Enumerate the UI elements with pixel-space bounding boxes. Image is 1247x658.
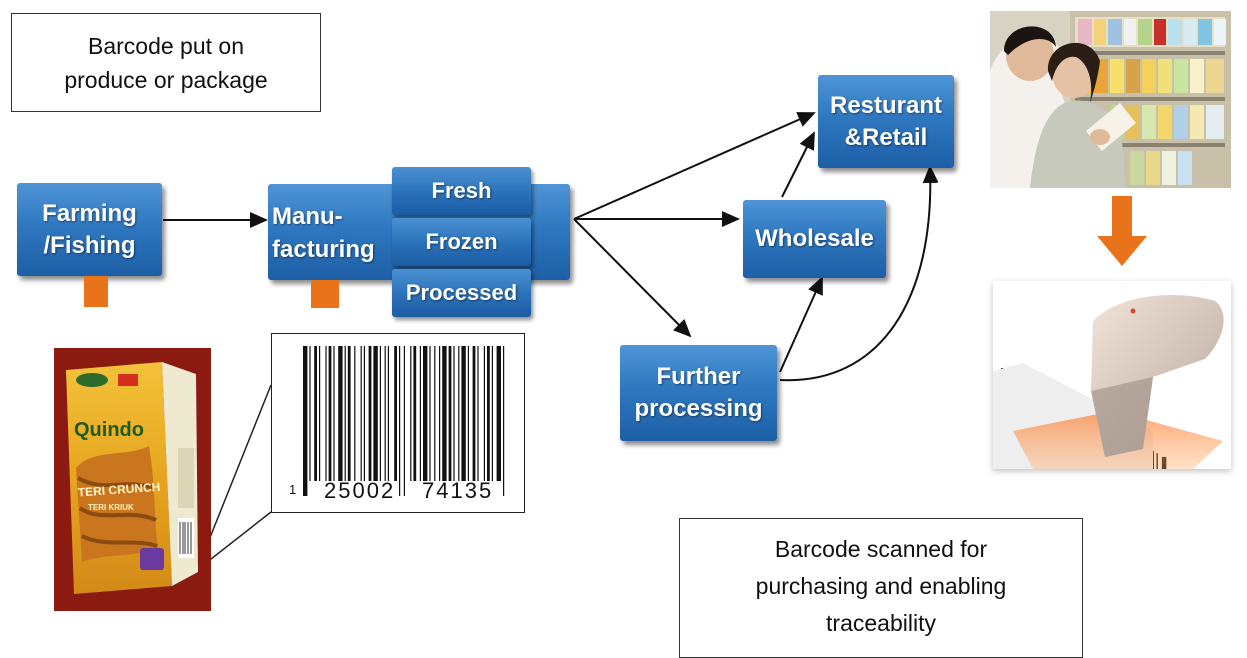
- barcode-bar: [487, 346, 490, 481]
- barcode-bar: [344, 346, 346, 481]
- node-label: processing: [634, 395, 763, 422]
- barcode-bar: [368, 346, 372, 481]
- barcode-bar: [453, 346, 455, 481]
- barcode-bar: [410, 346, 412, 481]
- barcode-closeup: 1 25002 74135: [271, 333, 525, 513]
- node-label: Processed: [405, 280, 518, 305]
- barcode-bar: [373, 346, 378, 481]
- package-product: TERI CRUNCH: [77, 480, 160, 500]
- note-line: produce or package: [64, 66, 268, 93]
- barcode-left-digits: 25002: [324, 478, 395, 503]
- barcode-bar: [399, 346, 401, 496]
- barcode-bar: [354, 346, 356, 481]
- package-subtext: TERI KRIUK: [88, 503, 134, 512]
- node-label: Manu-: [272, 203, 343, 230]
- arrow-further-to-retail: [779, 165, 939, 382]
- barcode-bar: [309, 346, 311, 481]
- barcode-bar: [419, 346, 421, 481]
- node-label: &Retail: [844, 123, 928, 151]
- barcode-bar: [477, 346, 479, 481]
- node-processed: Processed: [392, 269, 531, 317]
- barcode-bar: [379, 346, 381, 481]
- scanner-illustration: [993, 295, 1224, 469]
- node-restaurant-retail: Resturant &Retail: [818, 75, 954, 168]
- note-line: Barcode scanned for: [774, 535, 988, 562]
- barcode-bar: [429, 346, 431, 481]
- barcode-bar: [387, 346, 389, 481]
- barcode-bar: [496, 346, 501, 481]
- farming-tab: [84, 276, 108, 307]
- node-farming-fishing: Farming /Fishing: [17, 183, 162, 276]
- barcode-bar: [434, 346, 436, 481]
- barcode-bar: [413, 346, 417, 481]
- node-label: Fresh: [431, 178, 492, 203]
- barcode-bar: [303, 346, 308, 496]
- note-barcode-put-on: Barcode put on produce or package: [11, 13, 321, 112]
- barcode-bar: [442, 346, 447, 481]
- package-photo: Quindo TERI CRUNCH TERI KRIUK: [54, 348, 211, 611]
- arrow-further-to-wholesale: [779, 276, 823, 373]
- note-line: traceability: [826, 609, 936, 636]
- arrow-to-retail: [573, 112, 816, 220]
- node-fresh: Fresh: [392, 167, 531, 215]
- barcode-bar: [458, 346, 460, 481]
- node-label: /Fishing: [43, 231, 136, 259]
- barcode-bars: 1 25002 74135: [289, 346, 505, 503]
- barcode-bar: [360, 346, 362, 481]
- node-manufacturing: Manu- facturing: [268, 200, 392, 266]
- barcode-bar: [319, 346, 321, 481]
- arrow-to-further-processing: [573, 218, 692, 338]
- barcode-bar: [333, 346, 335, 481]
- node-wholesale: Wholesale: [743, 200, 886, 278]
- down-arrow-icon: [1097, 196, 1147, 266]
- barcode-bar: [363, 346, 365, 481]
- node-label: Wholesale: [755, 225, 874, 252]
- shoppers-photo: [990, 11, 1231, 188]
- barcode-bar: [439, 346, 441, 481]
- node-label: facturing: [272, 236, 375, 263]
- barcode-bar: [467, 346, 469, 481]
- barcode-bar: [423, 346, 428, 481]
- barcode-bar: [503, 346, 505, 496]
- barcode-bar: [472, 346, 476, 481]
- barcode-bar: [384, 346, 386, 481]
- barcode-bar: [347, 346, 351, 481]
- barcode-bar: [461, 346, 466, 481]
- barcode-bar: [394, 346, 397, 481]
- manufacturing-tab: [311, 280, 339, 308]
- barcode-bar: [491, 346, 493, 481]
- node-frozen: Frozen: [392, 218, 531, 266]
- node-label: Frozen: [425, 229, 498, 254]
- package-brand: Quindo: [74, 419, 144, 441]
- note-line: Barcode put on: [87, 32, 244, 59]
- barcode-bar: [328, 346, 332, 481]
- barcode-bar: [448, 346, 452, 481]
- note-barcode-scanned: Barcode scanned for purchasing and enabl…: [679, 518, 1083, 658]
- node-label: Further: [656, 363, 741, 390]
- barcode-bar: [314, 346, 317, 481]
- package-illustration: Quindo TERI CRUNCH TERI KRIUK: [66, 362, 198, 594]
- scanner-photo: [993, 281, 1231, 469]
- barcode-right-digits: 74135: [422, 478, 493, 503]
- node-label: Farming: [42, 199, 137, 227]
- barcode-bar: [338, 346, 343, 481]
- barcode-bar: [403, 346, 405, 496]
- note-line: purchasing and enabling: [755, 572, 1007, 599]
- barcode-bar: [325, 346, 327, 481]
- shoppers-illustration: [990, 11, 1231, 188]
- node-label: Resturant: [829, 91, 943, 119]
- node-further-processing: Further processing: [620, 345, 777, 441]
- barcode-prefix: 1: [289, 482, 296, 497]
- arrow-wholesale-to-retail: [781, 131, 815, 198]
- barcode-bar: [483, 346, 485, 481]
